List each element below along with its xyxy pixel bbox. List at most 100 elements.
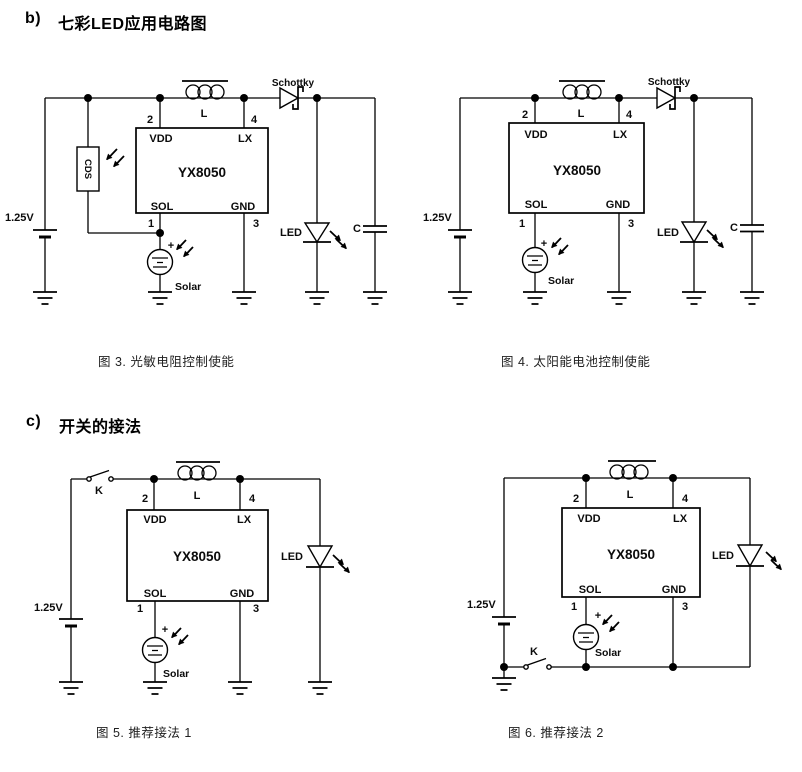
emission-arrows-icon: [706, 229, 724, 249]
ic-chip: YX8050 VDD LX SOL GND 2 4 1 3: [126, 493, 269, 615]
section-heading-c: c) 开关的接法: [26, 413, 142, 437]
inductor-label: L: [201, 108, 208, 120]
wire-net: [44, 97, 376, 292]
switch-label: K: [530, 646, 538, 658]
inductor-label: L: [627, 489, 634, 501]
light-arrows-icon: [171, 627, 189, 646]
capacitor-label: C: [730, 222, 738, 234]
section-index: b): [25, 10, 42, 27]
pin-gnd-label: GND: [231, 201, 256, 213]
ic-body: [135, 127, 269, 214]
battery-symbol: 1.25V: [5, 212, 57, 239]
pin-sol-label: SOL: [144, 588, 167, 600]
pin-1-number: 1: [519, 218, 525, 230]
junction-dots: [84, 94, 321, 237]
pin-sol-label: SOL: [525, 199, 548, 211]
pin-4-number: 4: [249, 493, 256, 505]
ground-symbols: [448, 291, 764, 305]
emission-arrows-icon: [332, 554, 350, 574]
inductor-label: L: [194, 490, 201, 502]
solar-cell-symbol: + Solar: [141, 624, 189, 680]
pin-3-number: 3: [682, 601, 688, 613]
switch-lever: [89, 469, 110, 478]
section-heading-b: b) 七彩LED应用电路图: [25, 10, 207, 34]
capacitor-label: C: [353, 223, 361, 235]
junction-dots: [500, 474, 677, 671]
ic-part-number: YX8050: [553, 163, 601, 178]
emission-arrows-icon: [765, 551, 782, 571]
cds-label: CDS: [82, 159, 93, 179]
pin-gnd-label: GND: [606, 199, 631, 211]
capacitor-symbol: C: [353, 223, 387, 235]
led-symbol: LED: [657, 221, 724, 249]
solar-label: Solar: [163, 668, 189, 680]
solar-plus-label: +: [595, 610, 601, 622]
pin-vdd-label: VDD: [524, 129, 547, 141]
battery-voltage-label: 1.25V: [467, 599, 496, 611]
battery-voltage-label: 1.25V: [423, 212, 452, 224]
inductor-symbol: L: [176, 461, 220, 502]
battery-symbol: 1.25V: [34, 602, 83, 628]
schottky-diode: Schottky: [648, 77, 691, 110]
ic-part-number: YX8050: [173, 549, 221, 564]
figure-4-schematic: 1.25V L YX8050 VDD LX SOL GND 2 4 1 3 Sc…: [423, 77, 764, 305]
switch-lever: [527, 657, 547, 666]
switch-label: K: [95, 485, 103, 497]
pin-1-number: 1: [137, 603, 143, 615]
wire-net: [459, 97, 753, 292]
solar-label: Solar: [595, 647, 621, 659]
pin-sol-label: SOL: [579, 584, 602, 596]
pin-lx-label: LX: [237, 514, 252, 526]
light-arrows-icon: [106, 148, 125, 168]
wire-net: [503, 477, 751, 678]
battery-voltage-label: 1.25V: [5, 212, 34, 224]
schottky-label: Schottky: [272, 78, 315, 89]
pin-sol-label: SOL: [151, 201, 174, 213]
figure-4-caption: 图 4. 太阳能电池控制使能: [501, 355, 651, 369]
ic-body: [561, 507, 701, 598]
solar-cell-symbol: + Solar: [146, 239, 201, 293]
solar-cell-symbol: + Solar: [572, 610, 621, 659]
ic-chip: YX8050 VDD LX SOL GND 2 4 1 3: [135, 114, 269, 230]
figure-5-caption: 图 5. 推荐接法 1: [96, 726, 192, 740]
solar-label: Solar: [548, 275, 574, 287]
schottky-label: Schottky: [648, 77, 691, 88]
pin-4-number: 4: [626, 109, 633, 121]
junction-dots: [531, 94, 698, 102]
figure-5-schematic: K 1.25V L YX8050 VDD LX SOL GND 2 4 1 3: [34, 461, 350, 695]
pin-4-number: 4: [682, 493, 689, 505]
solar-plus-label: +: [168, 240, 174, 252]
ic-part-number: YX8050: [178, 165, 226, 180]
pin-vdd-label: VDD: [577, 513, 600, 525]
ground-symbols: [59, 681, 332, 695]
section-title: 七彩LED应用电路图: [58, 16, 208, 33]
battery-symbol: 1.25V: [467, 599, 516, 626]
pin-2-number: 2: [147, 114, 153, 126]
section-title: 开关的接法: [59, 419, 142, 436]
cds-photoresistor: CDS: [76, 146, 125, 192]
led-label: LED: [712, 550, 734, 562]
inductor-symbol: L: [608, 460, 656, 501]
inductor-symbol: L: [182, 80, 228, 120]
pin-4-number: 4: [251, 114, 258, 126]
solar-cell-symbol: + Solar: [521, 237, 574, 287]
led-label: LED: [281, 551, 303, 563]
pin-lx-label: LX: [673, 513, 688, 525]
figure-6-caption: 图 6. 推荐接法 2: [508, 726, 604, 740]
battery-symbol: 1.25V: [423, 212, 472, 239]
light-arrows-icon: [176, 239, 194, 258]
ground-symbols: [492, 677, 516, 691]
switch-symbol: K: [523, 646, 552, 670]
pin-2-number: 2: [573, 493, 579, 505]
light-arrows-icon: [602, 614, 620, 633]
led-symbol: LED: [281, 545, 350, 574]
pin-gnd-label: GND: [662, 584, 687, 596]
switch-symbol: K: [86, 469, 114, 497]
pin-lx-label: LX: [238, 133, 253, 145]
pin-3-number: 3: [253, 218, 259, 230]
pin-3-number: 3: [253, 603, 259, 615]
pin-3-number: 3: [628, 218, 634, 230]
led-label: LED: [280, 227, 302, 239]
inductor-label: L: [578, 108, 585, 120]
